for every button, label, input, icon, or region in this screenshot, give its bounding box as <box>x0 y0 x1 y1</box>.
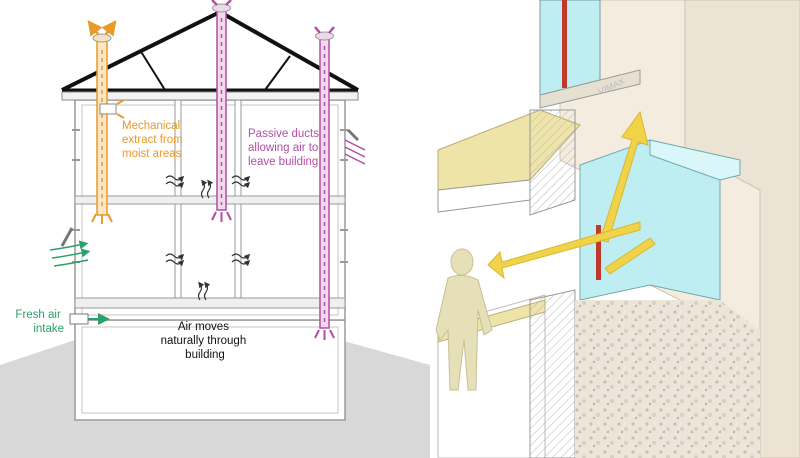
ground-floor <box>74 297 346 309</box>
passive-duct-center <box>211 0 232 222</box>
person-silhouette <box>435 248 493 391</box>
foundation-wall-upper <box>529 109 576 216</box>
airflow-arrows <box>487 110 656 280</box>
window-inflow-left <box>49 227 91 267</box>
passive-duct-right <box>314 26 335 340</box>
house-section-diagram: Mechanical extract from moist areas Pass… <box>0 0 430 458</box>
gravel-fill <box>575 300 760 458</box>
upper-window-glass <box>539 0 601 96</box>
air-movement-marks <box>165 175 251 301</box>
air-moves-label: Air moves naturally through building <box>161 321 250 361</box>
mechanical-extract-label: Mechanical extract from moist areas <box>122 120 186 160</box>
fresh-air-intake-label: Fresh air intake <box>15 309 64 335</box>
fresh-air-intake <box>69 313 110 325</box>
window-well-diagram: VIMAX <box>435 0 800 458</box>
window-outflow-right <box>344 128 366 165</box>
mechanical-extract-duct <box>87 20 125 224</box>
basement <box>74 319 346 421</box>
upper-floor <box>74 195 346 205</box>
ceiling <box>61 91 359 101</box>
window-sill <box>539 69 641 109</box>
foundation-wall-lower <box>529 289 576 458</box>
passive-ducts-label: Passive ducts allowing air to leave buil… <box>248 128 322 168</box>
